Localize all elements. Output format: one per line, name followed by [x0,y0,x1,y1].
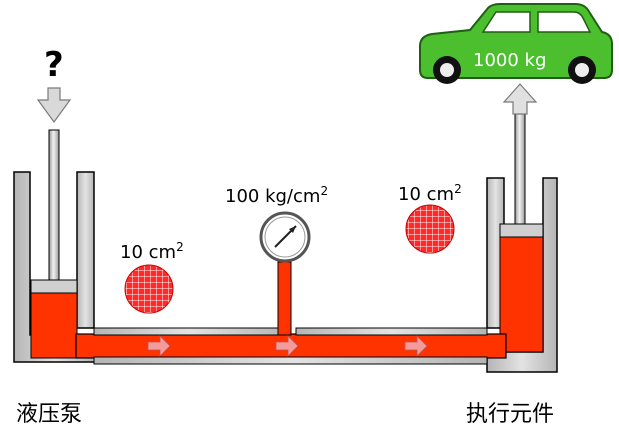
actuator-label: 执行元件 [466,402,554,427]
pressure-label: 100 kg/cm2 [225,184,328,207]
pump-label: 液压泵 [16,402,82,427]
area-grid-disc-icon [124,264,174,314]
actuator-piston-rod [514,111,526,225]
pump-piston-rod [48,129,60,281]
connecting-pipe [75,261,507,365]
pump-piston [30,279,78,294]
flow-arrow-icon [147,335,171,357]
pressure-gauge-icon [259,211,311,263]
flow-arrow-icon [275,335,299,357]
flow-arrow-icon [404,335,428,357]
input-area-label: 10 cm2 [120,240,184,263]
actuator-cylinder [486,111,558,373]
actuator-piston [499,223,544,238]
input-force-label: ? [44,45,64,85]
car-icon [419,3,613,84]
area-grid-disc-icon [405,204,455,254]
load-label: 1000 kg [473,50,546,71]
down-arrow-icon [36,87,72,124]
output-area-label: 10 cm2 [398,182,462,205]
up-arrow-icon [502,83,538,115]
pump-cylinder [13,129,96,363]
